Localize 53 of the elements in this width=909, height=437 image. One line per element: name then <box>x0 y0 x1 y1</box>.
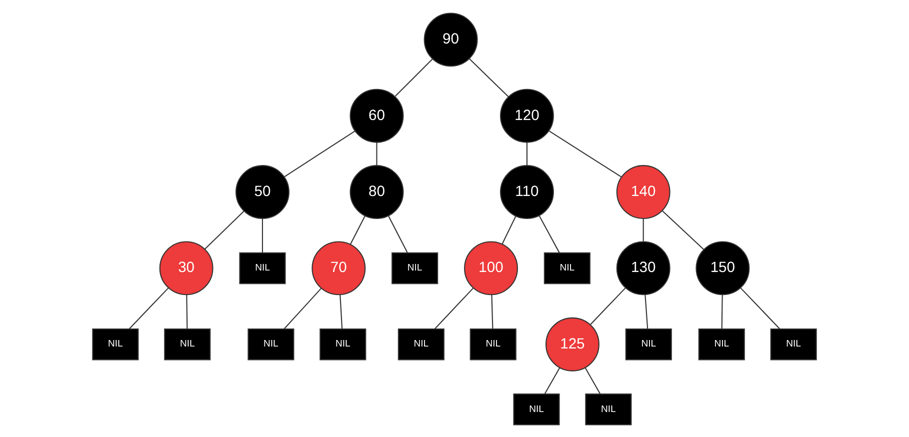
node-box: NIL <box>698 328 745 360</box>
connector <box>434 287 474 329</box>
node-box: NIL <box>770 328 817 360</box>
connector <box>350 215 366 244</box>
node-box: NIL <box>470 328 516 360</box>
connector <box>128 287 169 329</box>
node-box: NIL <box>625 328 672 360</box>
node-circle: 30 <box>159 240 214 295</box>
connector <box>491 294 494 328</box>
node-box: NIL <box>239 252 286 284</box>
connector <box>538 214 560 253</box>
node-box: NIL <box>92 328 139 360</box>
node-box: NIL <box>164 328 211 360</box>
node-box: NIL <box>248 328 294 360</box>
connector <box>526 142 528 165</box>
connector <box>644 294 648 328</box>
connector <box>662 210 704 250</box>
node-circle: 130 <box>616 240 670 295</box>
node-circle: 80 <box>350 164 404 218</box>
node-box: NIL <box>320 328 366 360</box>
node-circle: 60 <box>350 88 404 142</box>
connector <box>376 142 378 165</box>
connector <box>340 294 343 328</box>
node-circle: 140 <box>616 164 670 218</box>
connector <box>584 367 601 394</box>
connector <box>590 287 626 324</box>
node-circle: 110 <box>500 164 554 218</box>
connector <box>548 130 622 177</box>
node-box: NIL <box>398 328 444 360</box>
node-box: NIL <box>585 393 632 425</box>
connector <box>394 58 433 96</box>
connector <box>284 287 322 329</box>
connector <box>262 218 264 252</box>
connector <box>186 294 188 328</box>
node-circle: 100 <box>464 240 518 295</box>
node-box: NIL <box>392 252 438 284</box>
node-circle: 70 <box>312 240 366 295</box>
connector <box>740 287 780 329</box>
node-circle: 120 <box>500 88 554 142</box>
node-circle: 125 <box>545 316 600 371</box>
node-box: NIL <box>544 252 590 284</box>
connector <box>388 215 408 252</box>
connector <box>284 130 356 177</box>
connector <box>502 215 516 244</box>
connector <box>468 58 509 97</box>
node-circle: 50 <box>236 164 290 218</box>
node-circle: 150 <box>696 240 750 295</box>
connector <box>204 210 244 249</box>
connector <box>544 367 560 394</box>
node-circle: 90 <box>424 12 478 66</box>
node-box: NIL <box>513 393 560 425</box>
connector <box>721 294 723 328</box>
connector <box>642 218 644 241</box>
